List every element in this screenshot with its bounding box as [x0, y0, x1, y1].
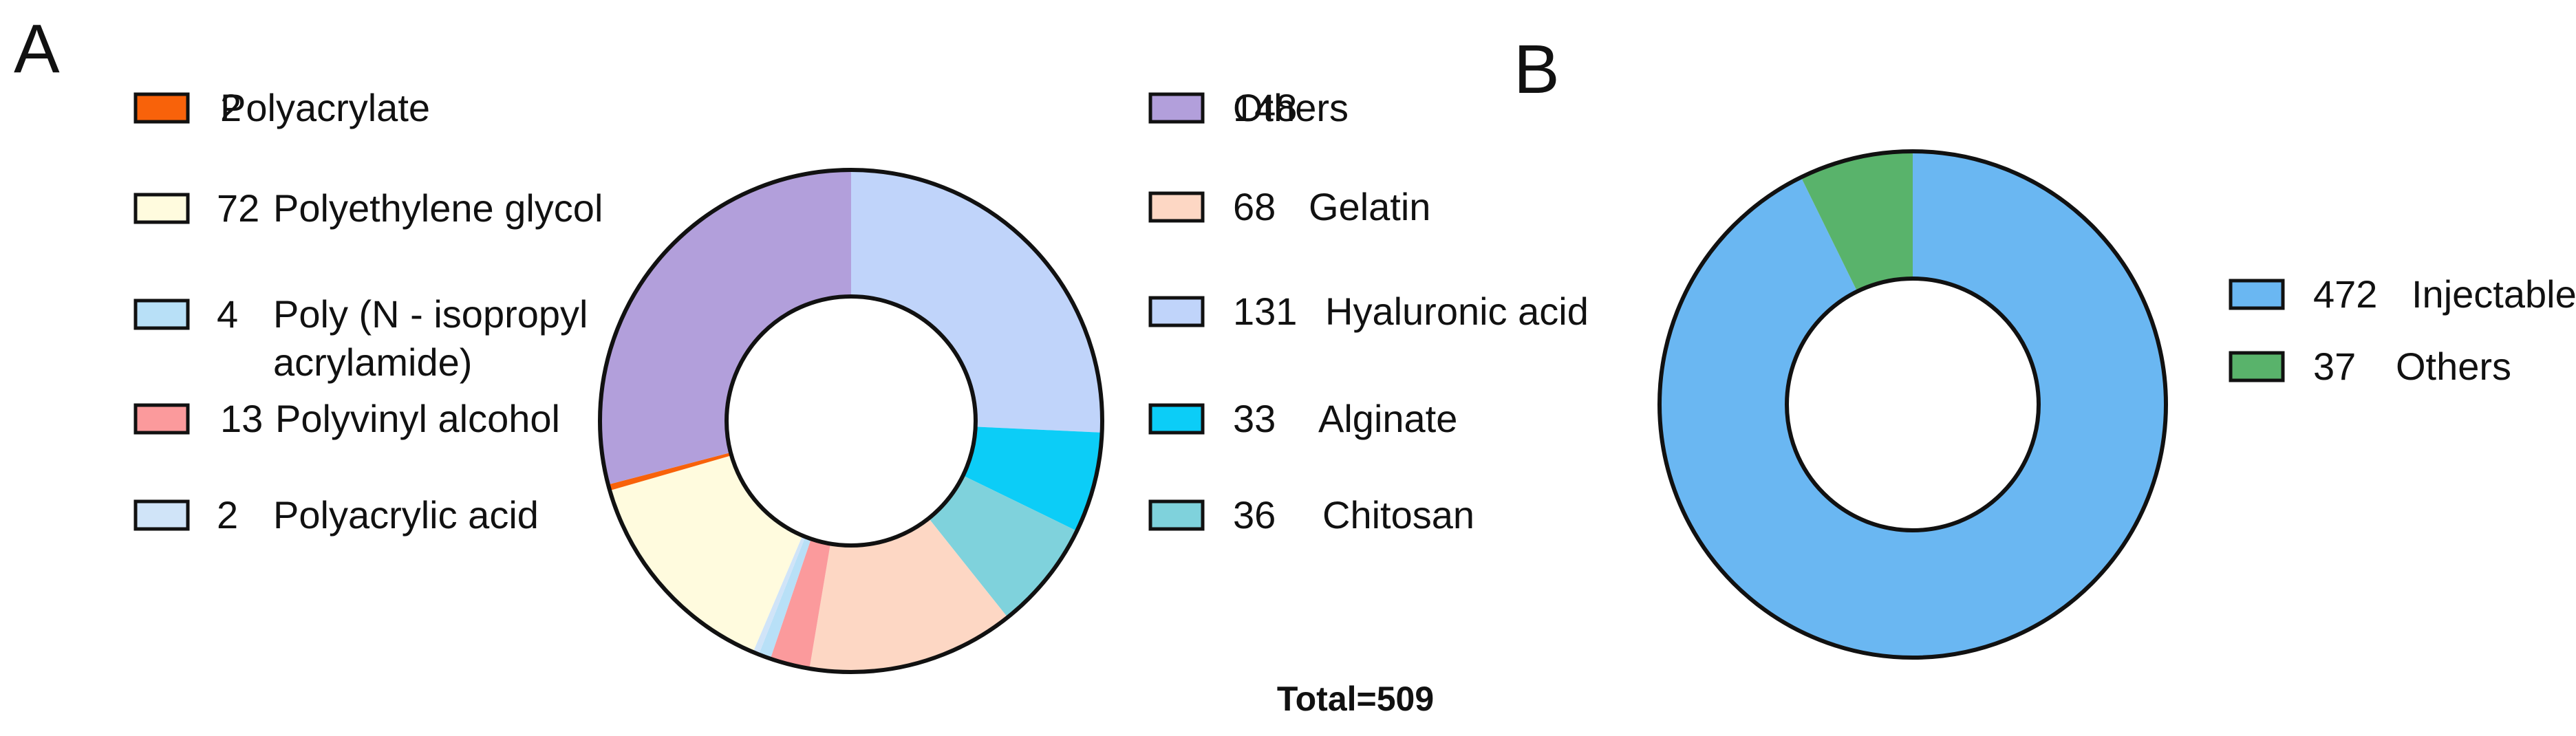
panel-a-left-legend-swatch-polyacrylic-acid [133, 499, 190, 531]
panel-b-legend-swatch-others [2229, 351, 2285, 382]
legend-count: 4 [217, 292, 238, 336]
legend-count: 148 [1233, 86, 1297, 129]
legend-count: 68 [1233, 185, 1276, 228]
panel-a-left-legend-swatch-polyethylene-glycol [133, 193, 190, 224]
panel-b-slice-others [1801, 151, 1913, 292]
legend-label: Injectable [2412, 272, 2576, 316]
panel-a-right-legend-swatch-gelatin [1148, 191, 1205, 223]
legend-label: Polyvinyl alcohol [275, 397, 560, 440]
panel-a-slice-polyacrylate [608, 452, 732, 491]
legend-label: Gelatin [1309, 185, 1430, 228]
legend-label: Hyaluronic acid [1325, 290, 1589, 333]
panel-a-left-legend-item-polyethylene-glycol: 72 Polyethylene glycol [133, 186, 603, 230]
legend-label: Polyethylene glycol [273, 186, 603, 230]
legend-label: Polyacrylate [220, 86, 430, 129]
legend-count: 36 [1233, 493, 1276, 537]
panel-a-label: A [14, 10, 60, 87]
legend-label: Others [2396, 345, 2511, 388]
legend-label-line2: acrylamide) [273, 340, 472, 384]
panel-b-legend-item-others: 37 Others [2229, 345, 2511, 388]
panel-a-left-legend-swatch-poly-n-isopropyl [133, 299, 190, 330]
panel-b-legend-item-injectable: 472 Injectable [2229, 272, 2576, 316]
panel-a-donut [598, 168, 1104, 674]
panel-a-left-legend-swatch-polyacrylate [133, 92, 190, 124]
legend-count: 37 [2313, 345, 2356, 388]
legend-count: 472 [2313, 272, 2377, 316]
legend-label: Polyacrylic acid [273, 493, 539, 537]
panel-a-left-legend-item-polyacrylic-acid: 2 Polyacrylic acid [133, 493, 539, 537]
panel-b-outer-ring [1657, 149, 2168, 660]
legend-count: 131 [1233, 290, 1297, 333]
panel-a-slice-others [600, 170, 851, 485]
legend-count: 72 [217, 186, 259, 230]
panel-a-left-legend-swatch-polyvinyl-alcohol [133, 403, 190, 435]
panel-a-inner-hole [724, 294, 978, 548]
panel-b-label: B [1514, 31, 1560, 108]
legend-label: Alginate [1318, 397, 1457, 440]
panel-a-right-legend-item-chitosan: 36 Chitosan [1148, 493, 1474, 537]
panel-a-right-legend-swatch-hyaluronic-acid [1148, 296, 1205, 327]
panel-a-slice-polyethylene-glycol [610, 455, 803, 653]
panel-a-right-legend-item-alginate: 33 Alginate [1148, 397, 1457, 440]
panel-a-slice-hyaluronic-acid [851, 170, 1102, 433]
legend-count: 13 [220, 397, 263, 440]
panel-a-slice-alginate [963, 426, 1102, 531]
panel-a-slice-polyacrylic-acid [753, 535, 806, 655]
panel-a-right-legend-swatch-others [1148, 92, 1205, 124]
panel-a-right-legend-item-gelatin: 68 Gelatin [1148, 185, 1430, 228]
panel-a-slice-polyvinyl-alcohol [770, 539, 830, 669]
panel-b: B 472 Injectable 37 Others [1514, 31, 2576, 660]
panel-b-slice-injectable [1660, 151, 2167, 658]
panel-a-slice-chitosan [928, 475, 1077, 618]
panel-a-right-legend-item-hyaluronic-acid: 131 Hyaluronic acid [1148, 290, 1589, 333]
panel-b-legend-swatch-injectable [2229, 279, 2285, 310]
legend-label: Chitosan [1322, 493, 1474, 537]
panel-b-donut [1657, 149, 2168, 660]
panel-a-left-legend-item-polyvinyl-alcohol: 13 Polyvinyl alcohol [133, 397, 560, 440]
legend-count: 33 [1233, 397, 1276, 440]
panel-a-right-legend-swatch-alginate [1148, 403, 1205, 435]
total-label: Total=509 [1277, 680, 1434, 718]
panel-b-legend: 472 Injectable 37 Others [2229, 272, 2576, 388]
panel-b-inner-hole [1785, 277, 2041, 532]
legend-label: Others [1233, 86, 1349, 129]
panel-a-outer-ring [598, 168, 1104, 674]
panel-a-right-legend-swatch-chitosan [1148, 499, 1205, 531]
legend-count: 2 [220, 86, 242, 129]
panel-a-slice-poly-n-isopropyl-acrylamide [758, 537, 811, 659]
legend-label: Poly (N - isopropyl [273, 292, 588, 336]
panel-a-slice-gelatin [809, 518, 1008, 672]
legend-count: 2 [217, 493, 238, 537]
